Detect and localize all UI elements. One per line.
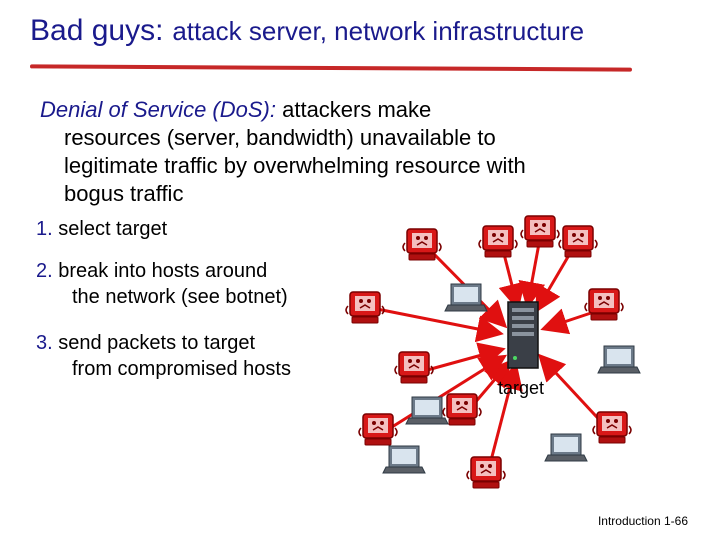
infected-computer-icon [442,393,482,426]
step-text: break into hosts around [58,260,268,282]
infected-computer-icon [466,456,506,489]
step-send-packets: 3. send packets to target from compromis… [36,330,291,382]
step-break-into-hosts: 2. break into hosts around the network (… [36,258,288,310]
infected-computer-icon [345,291,385,324]
step-number: 1. [36,218,53,240]
step-number: 3. [36,332,53,354]
laptop-icon [444,283,488,312]
step-text: send packets to target [58,332,256,354]
dos-line-2: resources (server, bandwidth) unavailabl… [64,125,496,150]
attack-arrow [371,306,504,343]
attack-arrow [383,354,508,434]
dos-definition: Denial of Service (DoS): attackers make … [40,96,690,208]
step-number: 2. [36,260,53,282]
server-tower-icon [507,301,539,369]
attack-arrow [498,249,525,311]
infected-computer-icon [358,413,398,446]
attack-arrow [486,362,523,473]
attack-arrow [534,249,574,314]
infected-computer-icon [584,288,624,321]
target-label: target [498,378,544,398]
slide-title: Bad guys: attack server, network infrast… [30,8,630,52]
dos-line-3: legitimate traffic by overwhelming resou… [64,153,526,178]
step-text-continued: the network (see botnet) [72,286,288,308]
laptop-icon [597,345,641,374]
laptop-icon [382,445,426,474]
infected-computer-icon [592,411,632,444]
infected-computer-icon [402,228,442,261]
slide-title-main: Bad guys: [30,14,164,47]
step-text-continued: from compromised hosts [72,358,291,380]
step-text: select target [58,218,168,240]
infected-computer-icon [478,225,518,258]
infected-computer-icon [394,351,434,384]
dos-line-4: bogus traffic [64,181,184,206]
slide-footer: Introduction 1-66 [597,514,688,528]
attack-arrow [537,353,609,430]
attack-arrow [518,237,546,309]
laptop-icon [405,396,449,425]
infected-computer-icon [558,225,598,258]
laptop-icon [544,433,588,462]
infected-computer-icon [520,215,560,248]
dos-line-1: attackers make [282,97,432,122]
step-select-target: 1. select target [36,216,167,242]
slide-title-rest: attack server, network infrastructure [172,16,585,46]
dos-term: Denial of Service (DoS): [40,97,276,122]
